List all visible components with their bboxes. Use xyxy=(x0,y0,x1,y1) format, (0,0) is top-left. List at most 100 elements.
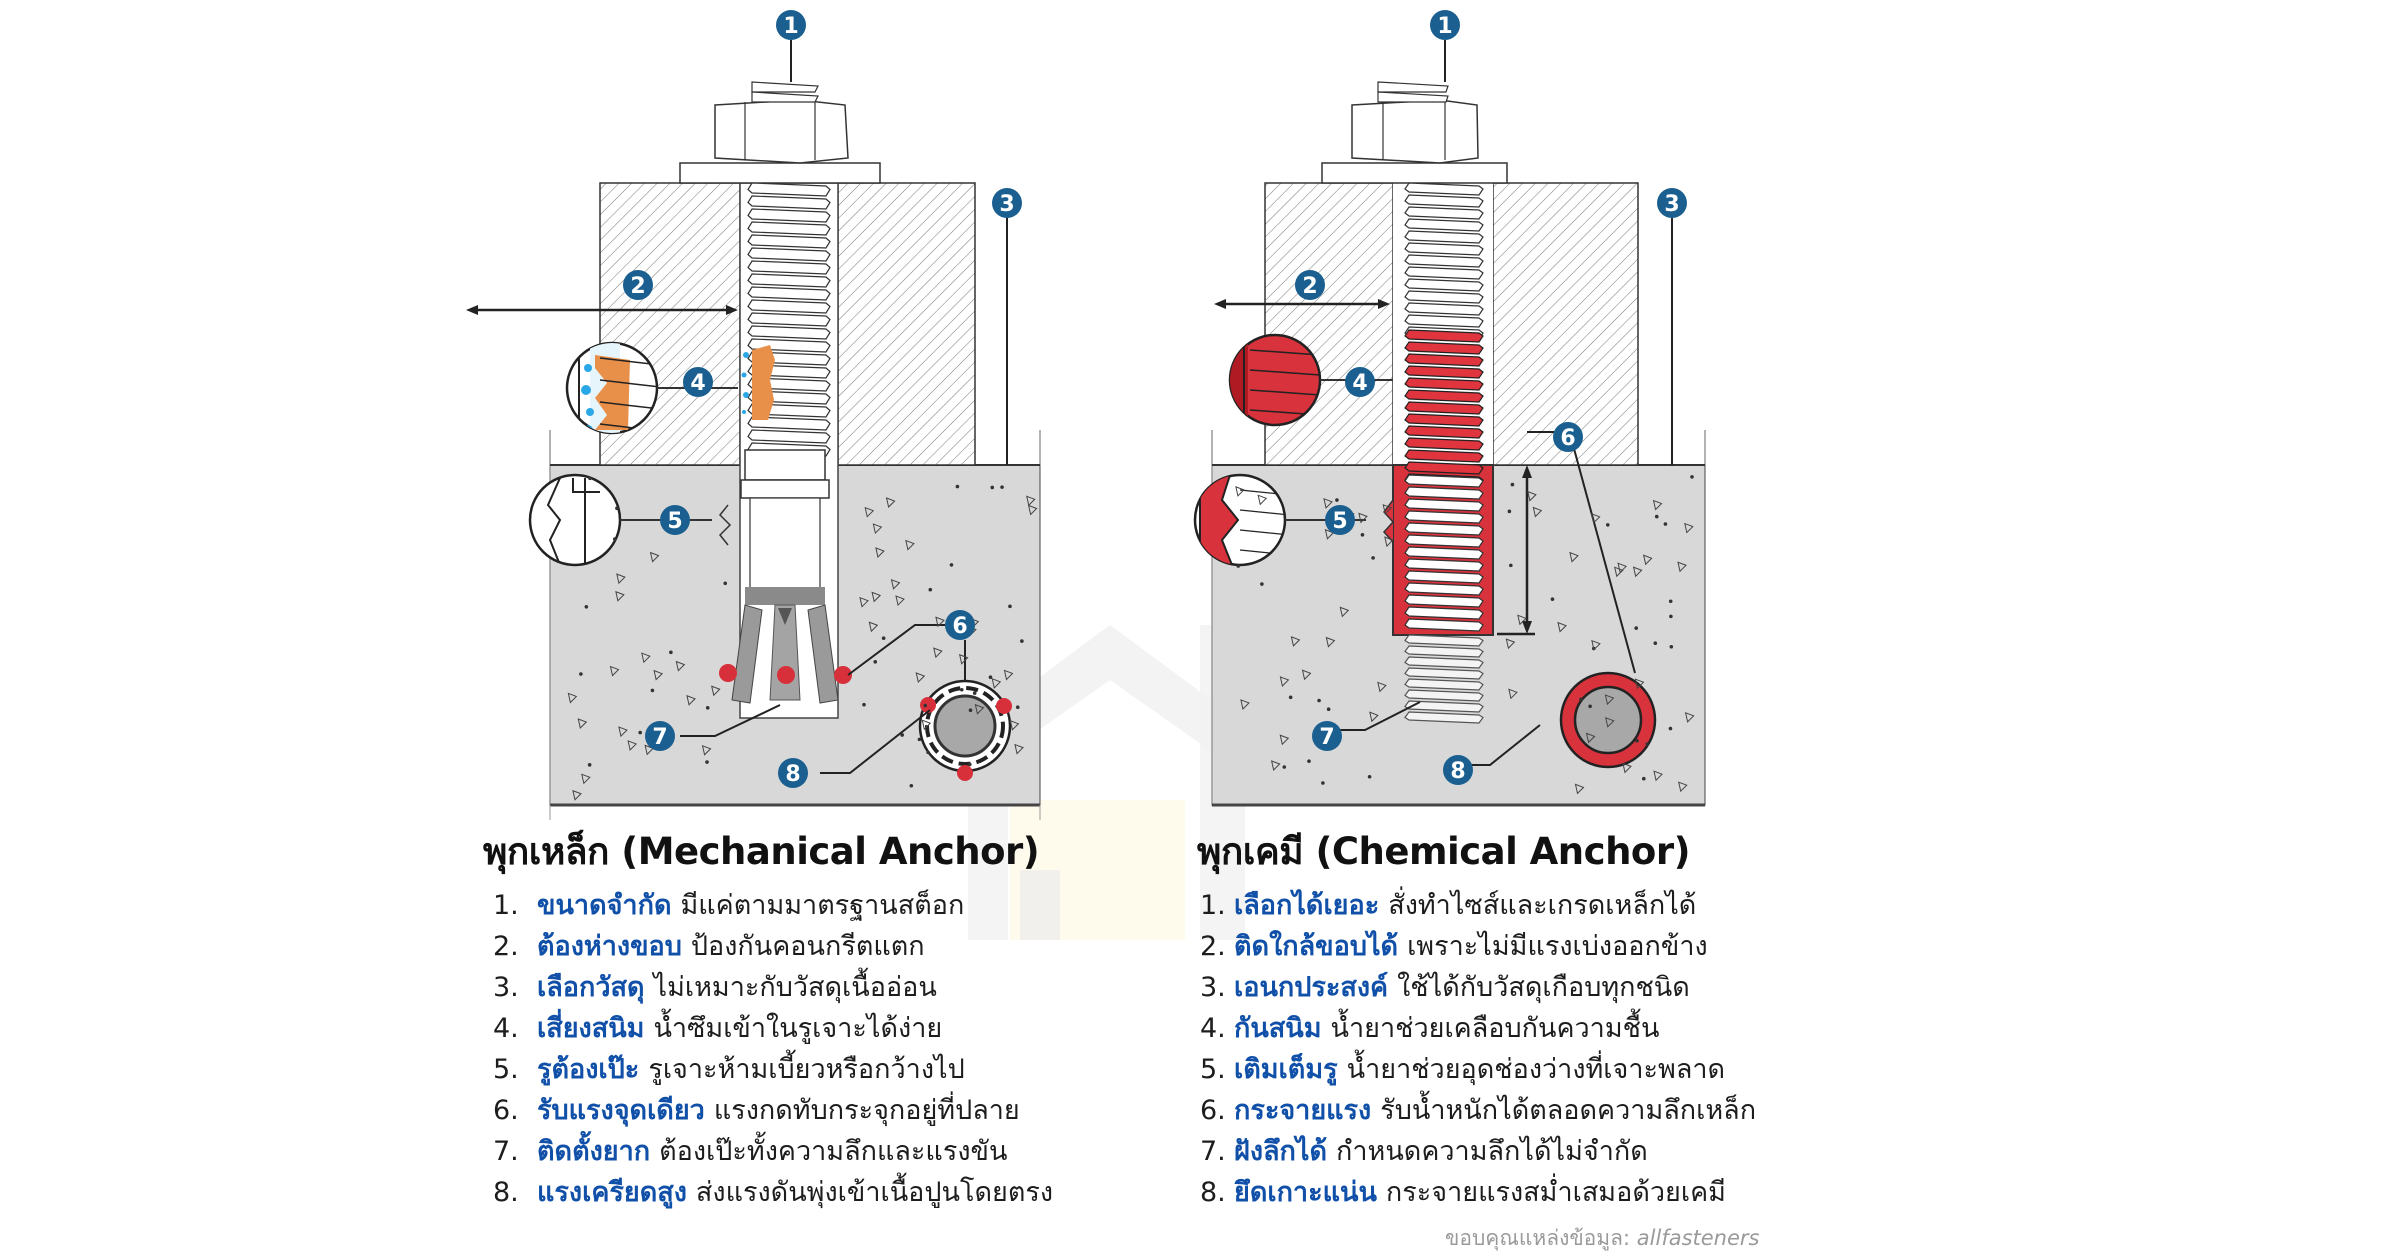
callout-number: 8 xyxy=(785,762,800,787)
item-description: น้ำซึมเข้าในรูเจาะได้ง่าย xyxy=(653,1013,943,1044)
thread-turn xyxy=(747,234,831,249)
thread-turn xyxy=(747,299,831,314)
thread-turn xyxy=(1404,700,1484,713)
thread-turn xyxy=(1404,618,1484,632)
thread-turn xyxy=(747,325,831,340)
callout-number: 6 xyxy=(952,614,967,639)
thread-turn xyxy=(1404,401,1484,415)
thread-turn xyxy=(1404,645,1484,658)
thread-turn xyxy=(747,247,831,262)
item-number: 5. xyxy=(1200,1054,1226,1085)
callout-number: 1 xyxy=(783,14,798,39)
item-number: 8. xyxy=(1200,1177,1226,1208)
thread-turn xyxy=(747,221,831,236)
item-description: ต้องเป๊ะทั้งความลึกและแรงขัน xyxy=(659,1136,1008,1167)
mechanical-anchor-title: พุกเหล็ก (Mechanical Anchor) xyxy=(483,830,1040,873)
item-keyword: กันสนิม xyxy=(1234,1013,1322,1044)
thread-turn xyxy=(1404,498,1484,512)
leader-lines xyxy=(680,40,1008,774)
item-number: 7. xyxy=(1200,1136,1226,1167)
item-number: 3. xyxy=(1200,972,1226,1003)
item-description: แรงกดทับกระจุกอยู่ที่ปลาย xyxy=(713,1095,1020,1126)
bolt-top-thread xyxy=(1377,81,1449,103)
callout-number: 7 xyxy=(1319,725,1334,750)
callout-badge-1: 1 xyxy=(1430,10,1460,40)
contact-point xyxy=(719,664,737,682)
callout-number: 4 xyxy=(1352,371,1367,396)
callout-number: 3 xyxy=(999,192,1014,217)
callout-badge-2: 2 xyxy=(623,270,653,300)
chemical-anchor-list: 1.เลือกได้เยอะสั่งทำไซส์และเกรดเหล็กได้ … xyxy=(1200,885,1756,1213)
list-item: 5.รูต้องเป๊ะรูเจาะห้ามเบี้ยวหรือกว้างไป xyxy=(493,1049,1053,1090)
washer xyxy=(1321,162,1508,184)
callout-badge-8: 8 xyxy=(1443,755,1473,785)
item-keyword: ติดใกล้ขอบได้ xyxy=(1234,931,1399,962)
callout-number: 6 xyxy=(1560,426,1575,451)
thread-turn xyxy=(747,416,831,431)
list-item: 6.กระจายแรงรับน้ำหนักได้ตลอดความลึกเหล็ก xyxy=(1200,1090,1756,1131)
credit-label: ขอบคุณแหล่งข้อมูล: xyxy=(1445,1226,1631,1250)
thread-turn xyxy=(747,286,831,301)
thread-turn xyxy=(1404,558,1484,572)
thread-turn xyxy=(1404,341,1484,355)
contact-point xyxy=(777,666,795,684)
thread-turn xyxy=(1404,329,1484,343)
thread-turn xyxy=(1404,242,1484,256)
concrete-aggregate xyxy=(1235,475,1695,795)
thread-turn xyxy=(1404,594,1484,608)
callout-badge-5: 5 xyxy=(660,505,690,535)
mechanical-anchor-list: 1.ขนาดจำกัดมีแค่ตามมาตรฐานสต็อก 2.ต้องห่… xyxy=(493,885,1053,1213)
thread-turn xyxy=(1404,711,1484,724)
item-description: สั่งทำไซส์และเกรดเหล็กได้ xyxy=(1388,890,1697,921)
cross-section xyxy=(1559,671,1657,769)
thread-turn xyxy=(1404,314,1484,328)
item-description: กระจายแรงสม่ำเสมอด้วยเคมี xyxy=(1385,1177,1726,1208)
list-item: 7.ฝังลึกได้กำหนดความลึกได้ไม่จำกัด xyxy=(1200,1131,1756,1172)
thread-turn xyxy=(1404,667,1484,680)
callout-badge-7: 7 xyxy=(1312,721,1342,751)
list-item: 4.กันสนิมน้ำยาช่วยเคลือบกันความชื้น xyxy=(1200,1008,1756,1049)
callout-number: 7 xyxy=(652,725,667,750)
list-item: 2.ต้องห่างขอบป้องกันคอนกรีตแตก xyxy=(493,926,1053,967)
callout-badge-1: 1 xyxy=(776,10,806,40)
thread-turn xyxy=(747,195,831,210)
item-keyword: ติดตั้งยาก xyxy=(537,1136,651,1167)
thread-turn xyxy=(1404,582,1484,596)
list-item: 7. ติดตั้งยาก ต้องเป๊ะทั้งความลึกและแรงขัน xyxy=(493,1131,1053,1172)
thread-turn xyxy=(1404,365,1484,379)
threaded-rod xyxy=(1404,182,1484,724)
item-keyword: ยึดเกาะแน่น xyxy=(1234,1177,1377,1208)
thread-turn xyxy=(1404,606,1484,620)
item-description: ใช้ได้กับวัสดุเกือบทุกชนิด xyxy=(1397,972,1690,1003)
item-description: เพราะไม่มีแรงเบ่งออกข้าง xyxy=(1407,931,1708,962)
thread-turn xyxy=(1404,486,1484,500)
thread-turn xyxy=(747,182,831,197)
item-number: 1. xyxy=(493,890,519,921)
thread-turn xyxy=(1404,437,1484,451)
edge-distance-arrow xyxy=(1214,299,1390,309)
thread-turn xyxy=(1404,278,1484,292)
source-credit: ขอบคุณแหล่งข้อมูล: allfasteners xyxy=(1445,1222,1759,1255)
list-item: 6.รับแรงจุดเดียวแรงกดทับกระจุกอยู่ที่ปลา… xyxy=(493,1090,1053,1131)
thread-turn xyxy=(1404,230,1484,244)
item-keyword: แรงเครียดสูง xyxy=(537,1177,687,1208)
item-keyword: ฝังลึกได้ xyxy=(1234,1136,1328,1167)
callout-number: 5 xyxy=(667,509,682,534)
item-number: 7. xyxy=(493,1136,519,1167)
list-item: 1.ขนาดจำกัดมีแค่ตามมาตรฐานสต็อก xyxy=(493,885,1053,926)
thread-turn xyxy=(1404,218,1484,232)
bolt-top-thread xyxy=(751,81,819,103)
thread-turn xyxy=(1404,461,1484,475)
thread-turn xyxy=(1404,413,1484,427)
thread-turn xyxy=(1404,182,1484,196)
list-item: 8. ยึดเกาะแน่น กระจายแรงสม่ำเสมอด้วยเคมี xyxy=(1200,1172,1756,1213)
item-number: 1. xyxy=(1200,890,1226,921)
hex-nut xyxy=(1351,99,1479,164)
water-drops xyxy=(741,352,749,414)
item-keyword: รับแรงจุดเดียว xyxy=(537,1095,705,1126)
item-number: 4. xyxy=(493,1013,519,1044)
item-description: มีแค่ตามมาตรฐานสต็อก xyxy=(680,890,965,921)
item-keyword: กระจายแรง xyxy=(1234,1095,1372,1126)
item-description: ป้องกันคอนกรีตแตก xyxy=(690,931,925,962)
